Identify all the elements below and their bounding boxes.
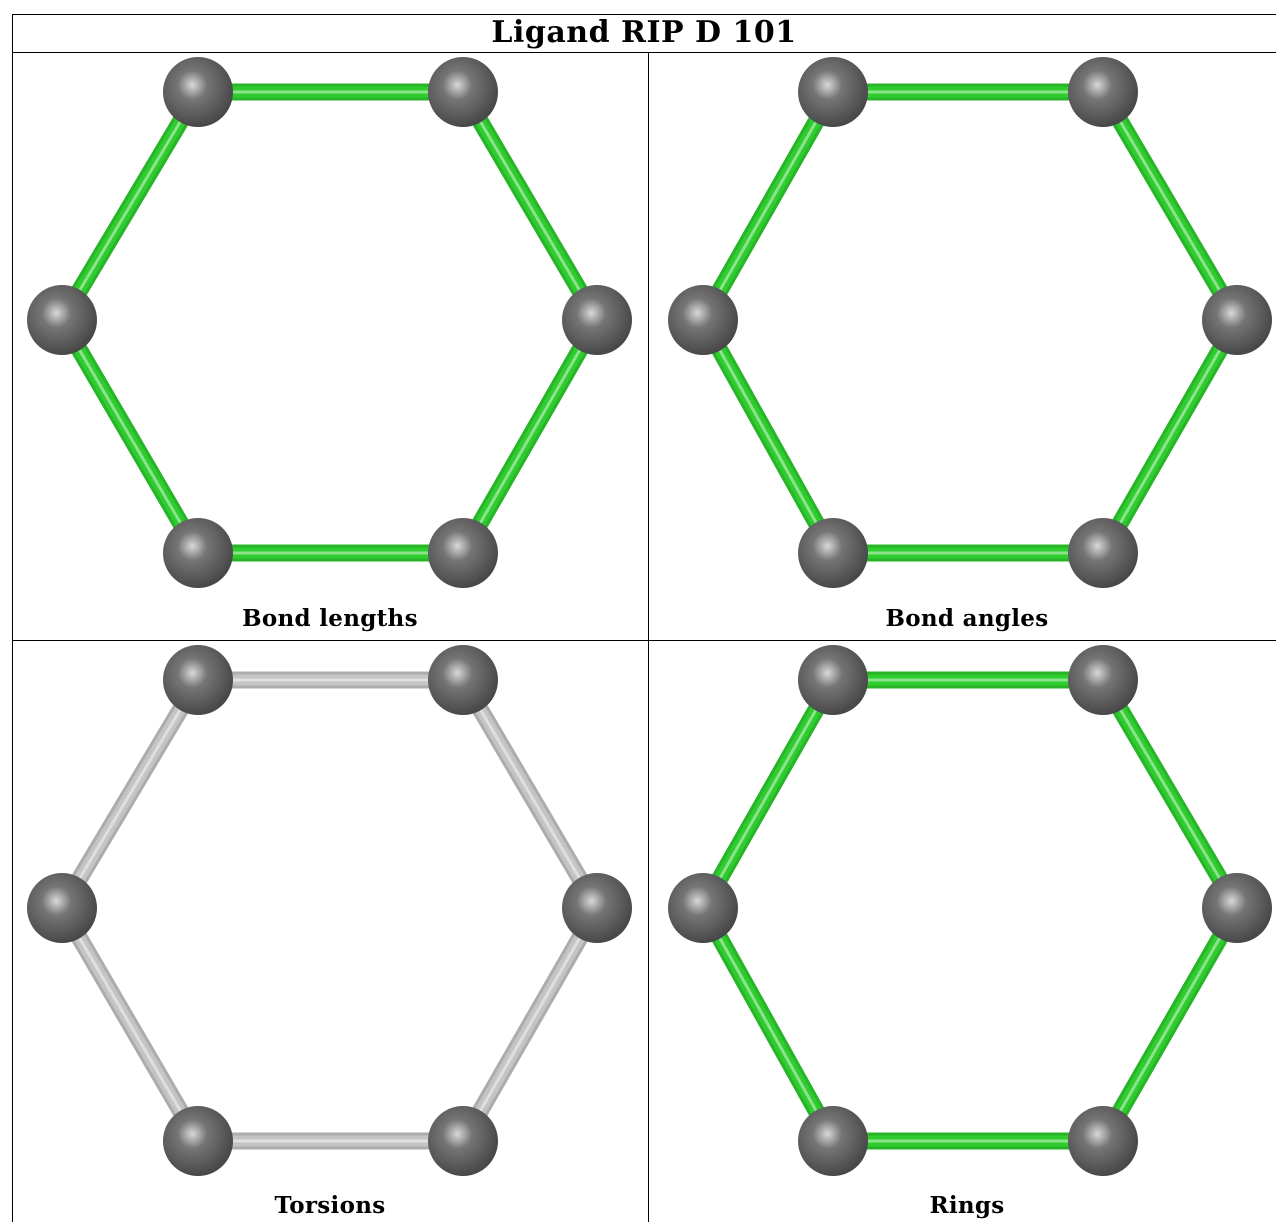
atom-1: [798, 645, 868, 715]
atom-5: [163, 1106, 233, 1176]
bond-2: [455, 675, 605, 913]
atom-3: [562, 873, 632, 943]
grid-divider-vertical: [648, 53, 649, 1222]
bond-5: [54, 903, 206, 1146]
caption-torsions: Torsions: [274, 1192, 386, 1219]
bond-3: [1095, 315, 1245, 558]
bond-2: [1095, 675, 1245, 913]
atom-4: [1068, 1106, 1138, 1176]
figure-frame: [12, 14, 1276, 1222]
bond-6: [695, 675, 841, 913]
panel-bond-angles: Bond angles: [649, 53, 1276, 640]
atom-1: [798, 57, 868, 127]
bond-6: [695, 87, 841, 325]
atom-4: [1068, 518, 1138, 588]
molecule-bond-lengths: [27, 57, 632, 588]
atom-6: [668, 285, 738, 355]
panel-torsions: Torsions: [12, 641, 648, 1228]
bond-2: [455, 87, 605, 325]
atom-4: [428, 518, 498, 588]
atom-6: [27, 285, 97, 355]
molecule-torsions: [27, 645, 632, 1176]
atom-6: [27, 873, 97, 943]
bond-5: [695, 315, 841, 558]
atom-3: [1202, 873, 1272, 943]
grid-divider-horizontal: [12, 640, 1276, 641]
caption-bond-lengths: Bond lengths: [242, 605, 418, 632]
atom-5: [798, 1106, 868, 1176]
bond-6: [54, 87, 206, 325]
bond-3: [455, 315, 605, 558]
caption-rings: Rings: [929, 1192, 1005, 1219]
figure-title: Ligand RIP D 101: [491, 15, 797, 50]
title-row: Ligand RIP D 101: [12, 14, 1276, 53]
atom-3: [562, 285, 632, 355]
bond-5: [695, 903, 841, 1146]
panel-rings: Rings: [649, 641, 1276, 1228]
atom-4: [428, 1106, 498, 1176]
molecule-bond-angles: [668, 57, 1272, 588]
bond-6: [54, 675, 206, 913]
caption-bond-angles: Bond angles: [885, 605, 1049, 632]
bond-3: [455, 903, 605, 1146]
atom-6: [668, 873, 738, 943]
bond-3: [1095, 903, 1245, 1146]
atom-1: [163, 645, 233, 715]
atom-5: [798, 518, 868, 588]
bond-5: [54, 315, 206, 558]
atom-2: [428, 57, 498, 127]
atom-2: [1068, 645, 1138, 715]
atom-2: [1068, 57, 1138, 127]
atom-3: [1202, 285, 1272, 355]
molecule-rings: [668, 645, 1272, 1176]
panel-bond-lengths: Bond lengths: [12, 53, 648, 640]
bond-2: [1095, 87, 1245, 325]
atom-5: [163, 518, 233, 588]
atom-1: [163, 57, 233, 127]
atom-2: [428, 645, 498, 715]
